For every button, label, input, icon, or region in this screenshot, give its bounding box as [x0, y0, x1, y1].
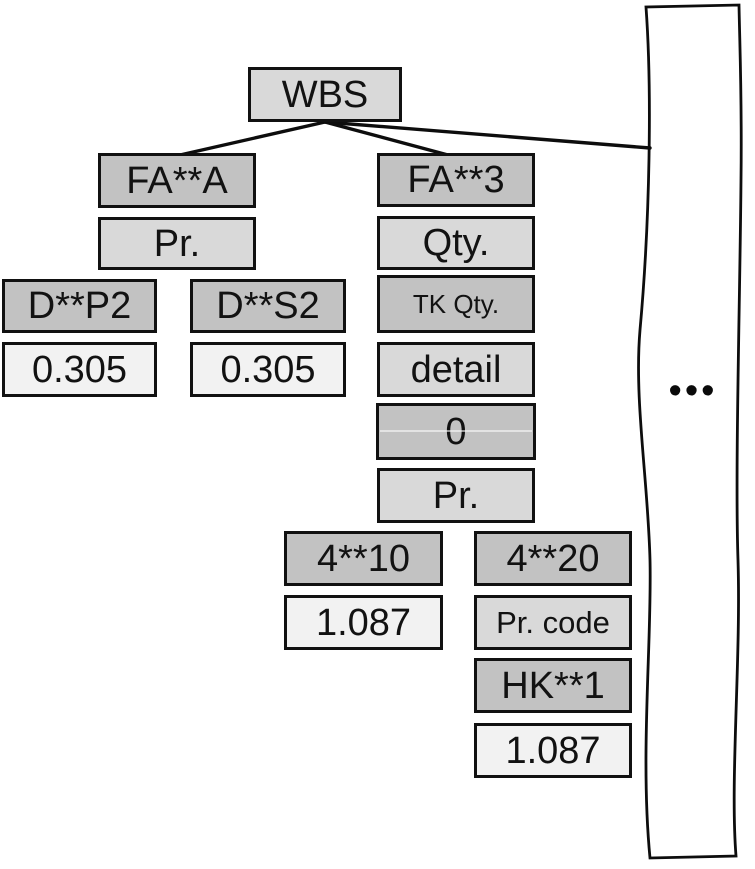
value-4-10: 1.087 — [284, 595, 443, 650]
branch-b-header-node: FA**3 — [377, 153, 535, 207]
node-ds2: D**S2 — [190, 279, 346, 333]
node-pr-code: Pr. code — [474, 595, 632, 650]
branch-b-pr-node: Pr. — [377, 468, 535, 523]
node-detail: detail — [377, 342, 535, 397]
connector-root-to-branch-b — [323, 120, 450, 157]
value-hk1: 1.087 — [474, 723, 632, 778]
value-ds2: 0.305 — [190, 342, 346, 397]
continuation-band — [637, 3, 743, 860]
value-dp2: 0.305 — [2, 342, 157, 397]
ellipsis-dots: ••• — [668, 369, 718, 412]
node-qty: Qty. — [377, 216, 535, 270]
node-hk1: HK**1 — [474, 658, 632, 713]
node-zero: 0 — [376, 403, 536, 460]
node-4-10: 4**10 — [284, 531, 443, 586]
root-node-wbs: WBS — [248, 67, 402, 122]
connector-root-to-branch-a — [178, 120, 327, 157]
branch-a-header-node: FA**A — [98, 153, 256, 208]
node-dp2: D**P2 — [2, 279, 157, 333]
node-4-20: 4**20 — [474, 531, 632, 586]
branch-a-pr-node: Pr. — [98, 217, 256, 270]
connector-root-to-continuation — [323, 120, 652, 150]
node-tk-qty: TK Qty. — [377, 275, 535, 333]
